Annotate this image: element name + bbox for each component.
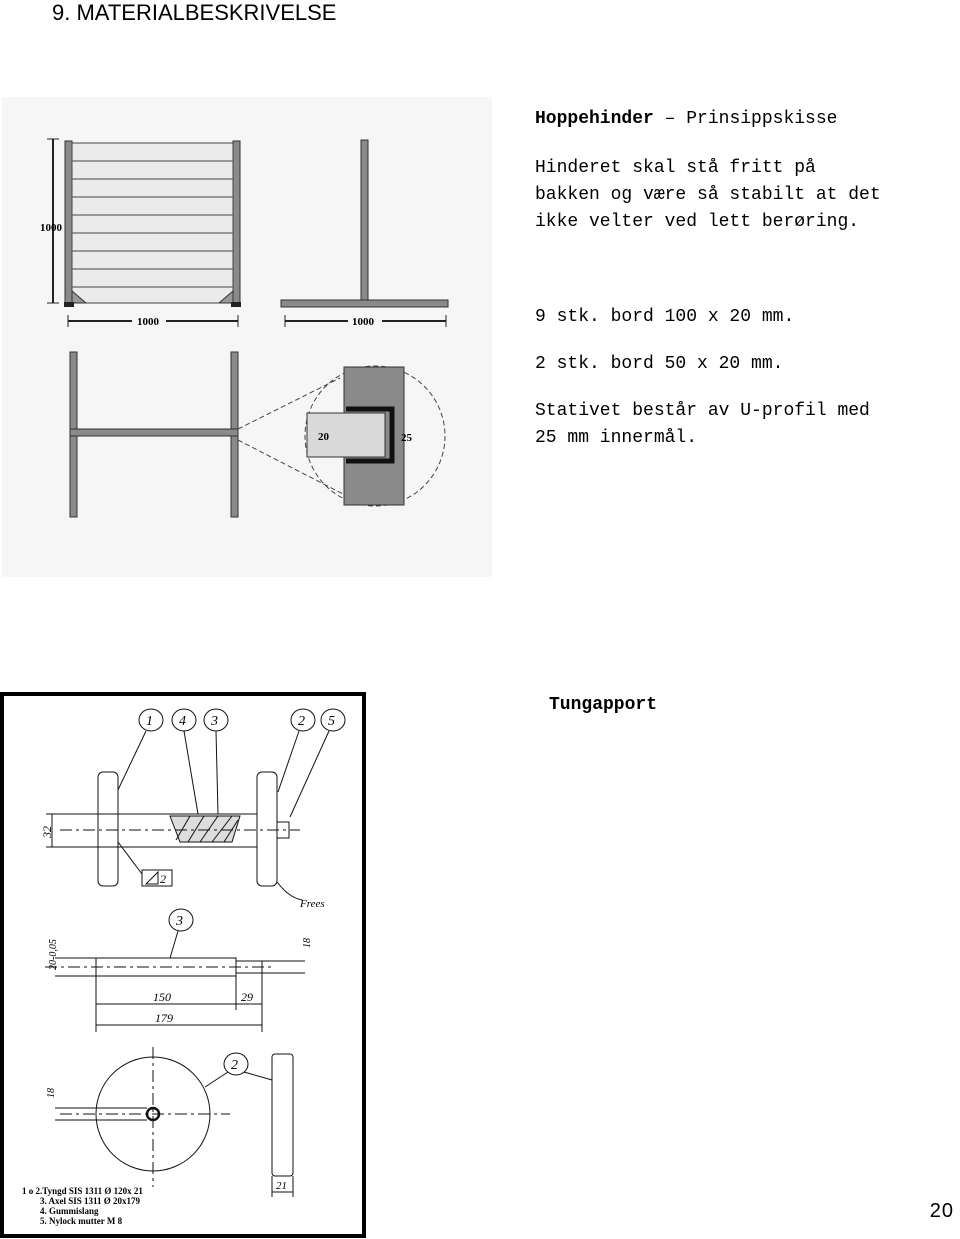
page-number: 20 bbox=[929, 1200, 954, 1222]
callout-4: 4 bbox=[179, 714, 186, 729]
front-view: 1000 1000 bbox=[40, 138, 241, 328]
callout-1: 1 bbox=[146, 714, 153, 729]
hoppehinder-title-rest: – Prinsippskisse bbox=[653, 109, 838, 129]
detail-profile-label: 25 bbox=[401, 432, 413, 444]
callout-2: 2 bbox=[298, 714, 305, 729]
parts-line-2: 3. Axel SIS 1311 Ø 20x179 bbox=[40, 1196, 141, 1206]
dim-20: 20-0,05 bbox=[48, 939, 59, 970]
callout-5: 5 bbox=[328, 714, 335, 729]
top-view bbox=[69, 351, 239, 518]
material-line-1: 9 stk. bord 100 x 20 mm. bbox=[535, 307, 795, 327]
dim-29: 29 bbox=[241, 990, 253, 1004]
callout-axel: 3 bbox=[175, 914, 183, 929]
disc-view bbox=[55, 1047, 294, 1197]
dim-2: 2 bbox=[160, 872, 166, 886]
dim-32: 32 bbox=[40, 826, 54, 839]
side-view: 1000 bbox=[280, 139, 449, 328]
height-label: 1000 bbox=[40, 222, 63, 234]
tungapport-drawing: 1 4 3 2 5 32 2 Frees bbox=[0, 692, 366, 1238]
stativ-line-1: Stativet består av U-profil med bbox=[535, 401, 870, 421]
hoppehinder-title-bold: Hoppehinder bbox=[535, 109, 654, 129]
width-side-label: 1000 bbox=[352, 316, 375, 328]
parts-line-1: 1 o 2.Tyngd SIS 1311 Ø 120x 21 bbox=[22, 1186, 143, 1196]
parts-line-4: 5. Nylock mutter M 8 bbox=[40, 1216, 123, 1226]
hoppehinder-title: Hoppehinder – Prinsippskisse bbox=[535, 106, 837, 133]
detail-board-label: 20 bbox=[318, 431, 330, 443]
dim-21: 21 bbox=[276, 1180, 287, 1192]
assembly-view bbox=[46, 771, 303, 901]
dim-179: 179 bbox=[155, 1011, 173, 1025]
hoppehinder-drawing: 1000 1000 1000 bbox=[2, 97, 492, 577]
desc-line-2: bakken og være så stabilt at det bbox=[535, 185, 881, 205]
parts-line-3: 4. Gummislang bbox=[40, 1206, 99, 1216]
axle-view bbox=[45, 908, 305, 1032]
callout-3: 3 bbox=[210, 714, 218, 729]
label-frees: Frees bbox=[299, 898, 325, 910]
desc-line-3: ikke velter ved lett berøring. bbox=[535, 212, 860, 232]
callout-disc: 2 bbox=[231, 1058, 238, 1073]
dim-18a: 18 bbox=[302, 938, 313, 948]
detail-view: 20 25 bbox=[237, 365, 446, 507]
page-heading: 9. MATERIALBESKRIVELSE bbox=[52, 0, 337, 25]
dim-150: 150 bbox=[153, 990, 171, 1004]
width-front-label: 1000 bbox=[137, 316, 160, 328]
stativ-line-2: 25 mm innermål. bbox=[535, 428, 698, 448]
desc-line-1: Hinderet skal stå fritt på bbox=[535, 158, 816, 178]
tungapport-title: Tungapport bbox=[549, 695, 658, 715]
dim-18b: 18 bbox=[46, 1088, 57, 1098]
callouts bbox=[116, 708, 346, 818]
material-line-2: 2 stk. bord 50 x 20 mm. bbox=[535, 354, 784, 374]
